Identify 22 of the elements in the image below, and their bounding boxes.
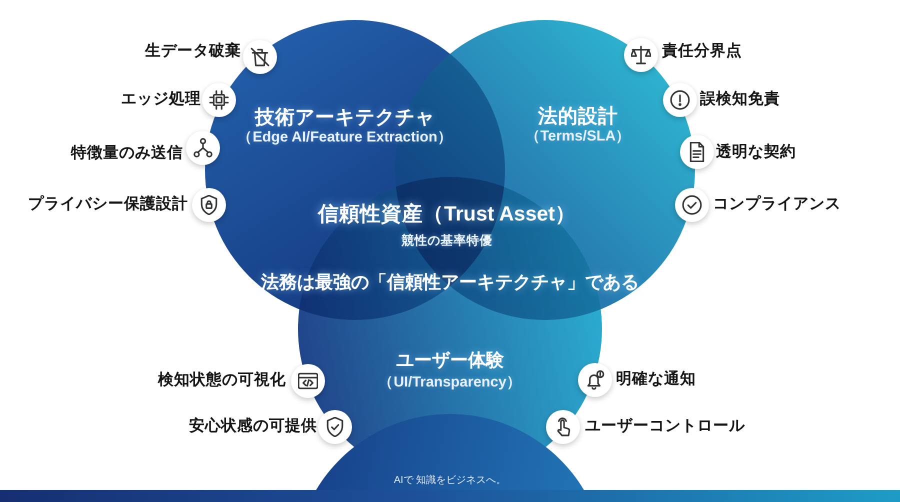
center-subtitle: 競性の基率特優 [402, 234, 492, 248]
center-title: 信頼性資産（Trust Asset） [318, 202, 576, 228]
feature-label: 誤検知免責 [700, 90, 780, 110]
feature-label: 生データ破棄 [145, 42, 241, 62]
statement-text: 法務は最強の「信頼性アーキテクチャ」である [261, 272, 639, 294]
feature-label: プライバシー保護設計 [28, 196, 188, 214]
circle-subtitle: （Terms/SLA） [525, 128, 631, 146]
feature-label: エッジ処理 [121, 90, 201, 110]
feature-label: コンプライアンス [713, 196, 841, 214]
feature-label: ユーザーコントロール [585, 418, 745, 436]
circle-title: 技術アーキテクチャ [255, 106, 435, 130]
circle-title: ユーザー体験 [396, 350, 504, 372]
circle-title: 法的設計 [538, 105, 618, 129]
circle-subtitle: （UI/Transparency） [378, 374, 522, 392]
feature-label: 責任分界点 [662, 42, 742, 62]
feature-label: 明確な通知 [616, 370, 696, 390]
feature-label: 安心状感の可提供 [189, 418, 317, 436]
feature-label: 検知状態の可視化 [158, 372, 286, 390]
slogan-text: AIで 知識をビジネスへ。 [394, 475, 506, 487]
feature-label: 特徴量のみ送信 [71, 144, 183, 164]
feature-label: 透明な契約 [716, 144, 796, 162]
circle-subtitle: （Edge AI/Feature Extraction） [238, 129, 452, 147]
